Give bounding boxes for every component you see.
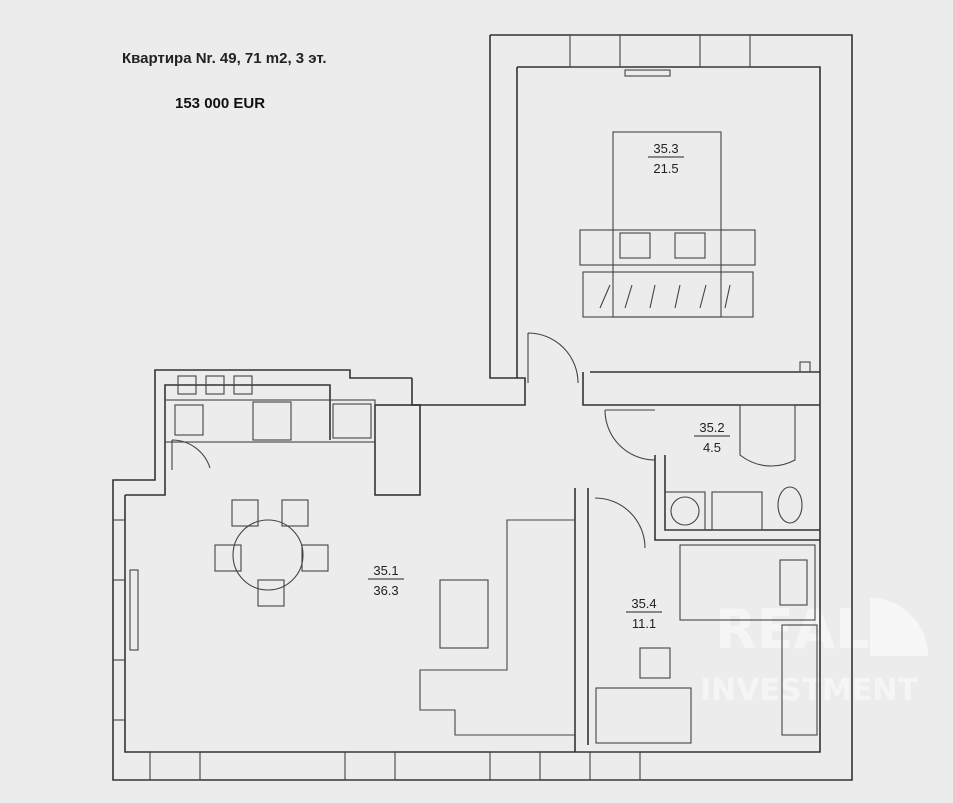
window xyxy=(112,519,126,581)
room-number: 35.3 xyxy=(653,141,678,156)
chair xyxy=(257,579,285,607)
chair xyxy=(301,544,329,572)
watermark-line1: REAL xyxy=(715,598,870,661)
closet-wall xyxy=(374,404,421,496)
kitchen-sink xyxy=(332,403,372,439)
office-left-wall xyxy=(574,488,589,752)
room-area: 36.3 xyxy=(373,583,398,598)
dining-table xyxy=(232,519,304,591)
bathroom-top-wall xyxy=(582,372,820,406)
bedroom-left-wall xyxy=(489,35,518,379)
desk xyxy=(595,687,692,744)
sofa xyxy=(419,519,576,736)
bedroom-door xyxy=(527,332,579,384)
watermark-arc xyxy=(870,598,928,656)
washing-machine xyxy=(664,491,706,531)
kitchen xyxy=(164,375,376,443)
window xyxy=(149,751,201,781)
sink xyxy=(711,491,763,531)
apartment-price: 153 000 EUR xyxy=(175,95,266,112)
tv xyxy=(129,569,139,651)
living-furniture xyxy=(129,499,576,736)
living-inner-top-wall xyxy=(125,384,331,496)
chair xyxy=(281,499,309,527)
cabinet xyxy=(233,375,253,395)
room-area: 11.1 xyxy=(632,616,656,631)
bedroom-furniture xyxy=(579,69,811,373)
watermark: REAL INVESTMENT xyxy=(700,598,928,708)
cabinet xyxy=(205,375,225,395)
bathroom-bottom-wall xyxy=(654,455,820,541)
bedroom-inner-wall xyxy=(517,66,821,373)
room-number: 35.2 xyxy=(699,420,724,435)
window xyxy=(112,659,126,721)
room-number: 35.1 xyxy=(373,563,398,578)
wardrobe xyxy=(582,271,754,318)
office-furniture xyxy=(595,544,818,744)
socket xyxy=(799,361,811,373)
walls xyxy=(112,34,853,781)
window xyxy=(589,751,641,781)
bed xyxy=(679,544,816,621)
cabinet xyxy=(177,375,197,395)
washing-machine-drum xyxy=(670,496,700,526)
apartment-title: Квартира Nr. 49, 71 m2, 3 эт. xyxy=(122,50,327,67)
room-area: 21.5 xyxy=(653,161,678,176)
counter xyxy=(164,399,376,443)
pillow xyxy=(619,232,651,259)
room-number: 35.4 xyxy=(631,596,656,611)
living-inner-wall xyxy=(124,372,821,753)
bathroom-door xyxy=(604,409,656,461)
wardrobe xyxy=(781,624,818,736)
outer-wall xyxy=(112,34,853,781)
fridge xyxy=(174,404,204,436)
wardrobe-hangers xyxy=(599,284,731,309)
tv xyxy=(624,69,671,77)
bathroom-fixtures xyxy=(664,404,803,531)
toilet xyxy=(777,486,803,524)
shower xyxy=(739,404,796,467)
chair xyxy=(214,544,242,572)
chair xyxy=(231,499,259,527)
pillow xyxy=(674,232,706,259)
watermark-line2: INVESTMENT xyxy=(700,673,919,708)
chair xyxy=(639,647,671,679)
kitchen-door xyxy=(171,439,211,470)
room-labels: 35.3 21.5 35.2 4.5 35.1 36.3 35.4 11.1 xyxy=(368,141,730,631)
headboard xyxy=(579,229,756,266)
window xyxy=(569,34,621,68)
window xyxy=(344,751,396,781)
office-door xyxy=(594,497,646,549)
room-area: 4.5 xyxy=(703,440,721,455)
corridor-wall xyxy=(411,377,526,406)
window xyxy=(489,751,541,781)
windows xyxy=(112,34,751,781)
window xyxy=(699,34,751,68)
coffee-table xyxy=(439,579,489,649)
stove xyxy=(252,401,292,441)
doors xyxy=(171,332,656,549)
pillow xyxy=(779,559,808,606)
